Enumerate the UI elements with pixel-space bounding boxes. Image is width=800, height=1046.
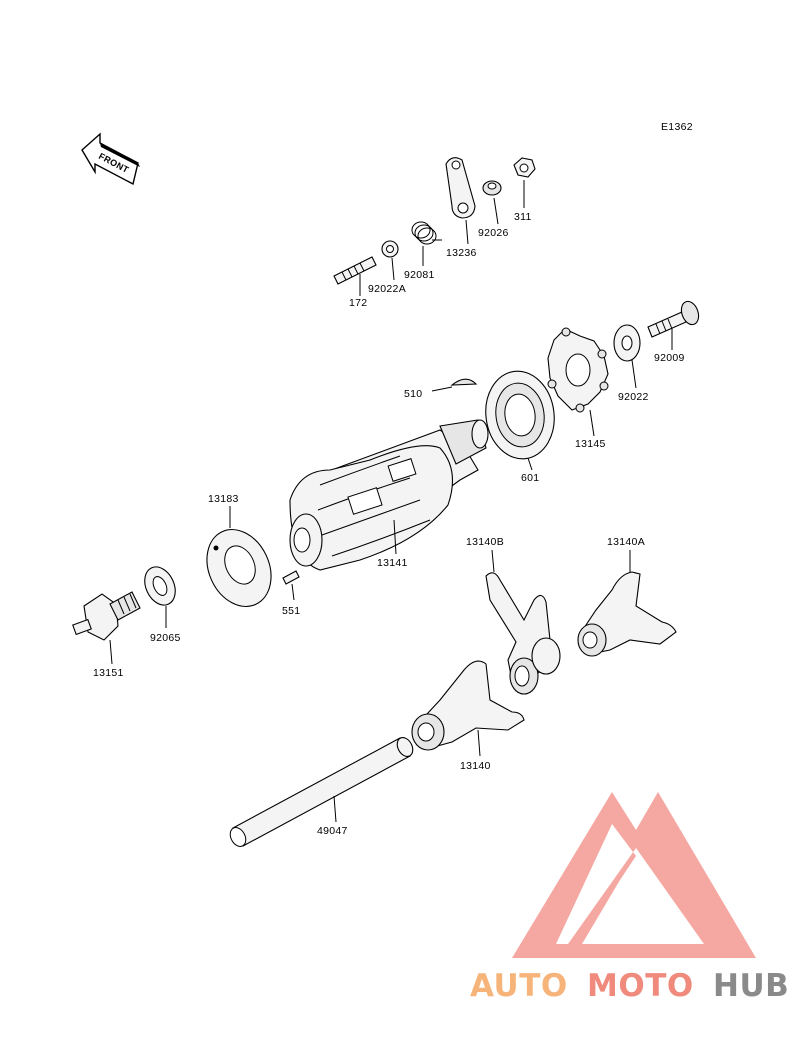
lever-13236 <box>445 157 476 219</box>
watermark-word-hub: HUB <box>713 968 789 1004</box>
stud-172 <box>333 256 377 285</box>
label-13236: 13236 <box>446 247 477 259</box>
shift-fork-13140A <box>577 571 677 657</box>
label-92022A: 92022A <box>368 283 406 295</box>
washer-92022A <box>381 240 399 258</box>
bearing-601 <box>485 370 555 460</box>
holder-plate-13183 <box>206 529 272 607</box>
pin-plate-13145 <box>547 327 609 413</box>
watermark-mark-icon <box>512 792 756 958</box>
label-92065: 92065 <box>150 632 181 644</box>
label-13140B: 13140B <box>466 536 504 548</box>
pin-551 <box>282 570 300 585</box>
label-13151: 13151 <box>93 667 124 679</box>
label-172: 172 <box>349 297 367 309</box>
shift-rod-49047 <box>229 737 414 847</box>
watermark-word-auto: AUTO <box>470 968 568 1004</box>
key-510 <box>450 378 478 386</box>
washer-92022 <box>613 324 641 362</box>
label-13140A: 13140A <box>607 536 645 548</box>
label-13145: 13145 <box>575 438 606 450</box>
label-13183: 13183 <box>208 493 239 505</box>
collar-92026 <box>482 180 502 196</box>
neutral-switch-13151 <box>72 591 141 641</box>
watermark-word-moto: MOTO <box>587 968 694 1004</box>
bolt-92009 <box>647 300 700 338</box>
label-92022: 92022 <box>618 391 649 403</box>
label-49047: 49047 <box>317 825 348 837</box>
label-92081: 92081 <box>404 269 435 281</box>
label-92026: 92026 <box>478 227 509 239</box>
watermark-logo: AUTO MOTO HUB <box>470 792 789 1004</box>
diagram-code: E1362 <box>661 121 693 133</box>
label-510: 510 <box>404 388 422 400</box>
label-13140: 13140 <box>460 760 491 772</box>
label-551: 551 <box>282 605 300 617</box>
label-601: 601 <box>521 472 539 484</box>
shift-drum-13141 <box>289 419 489 571</box>
front-arrow-icon: FRONT <box>81 132 140 186</box>
shift-fork-13140 <box>411 660 525 751</box>
label-311: 311 <box>514 211 532 223</box>
nut-311 <box>513 157 536 178</box>
label-13141: 13141 <box>377 557 408 569</box>
washer-92065 <box>144 566 176 606</box>
spring-92081 <box>411 221 442 245</box>
label-92009: 92009 <box>654 352 685 364</box>
shift-fork-13140B <box>485 572 561 695</box>
